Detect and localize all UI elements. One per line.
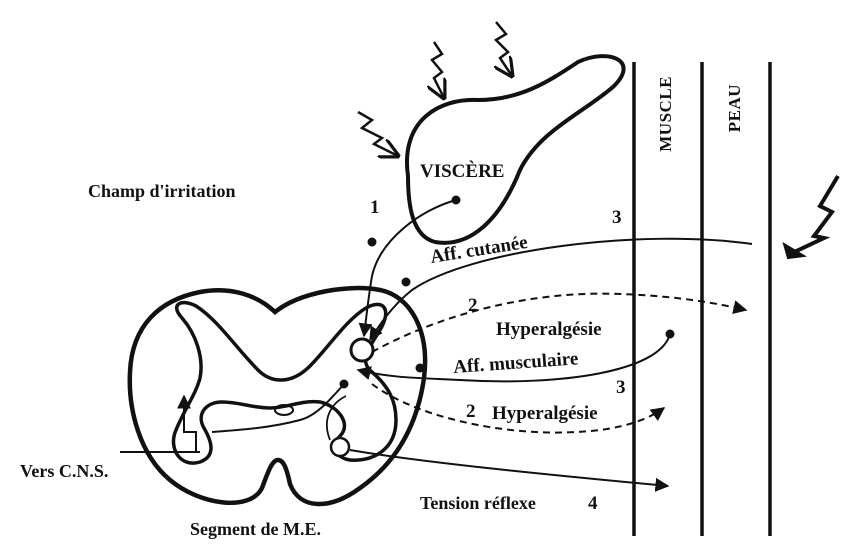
viscere-organ-shape [407,56,624,243]
number-3-upper-label: 3 [612,208,622,227]
champ-irritation-label: Champ d'irritation [88,182,236,200]
viscere-label: VISCÈRE [420,162,504,181]
dorsal-horn-neuron [351,339,373,361]
number-2-upper-label: 2 [468,296,478,315]
spinal-segment-outline [130,288,425,504]
number-2-lower-label: 2 [466,402,476,421]
lightning-bolt-icon [432,42,444,98]
visceral-afferent-path [364,200,456,336]
ventral-horn-neuron [331,438,349,456]
segment-label: Segment de M.E. [190,520,321,538]
tension-reflexe-path [350,450,668,486]
nerve-pathways [120,196,752,486]
grey-matter-outline [173,303,396,463]
peau-label: PEAU [726,84,743,132]
lightning-bolt-icon [358,112,398,156]
lightning-bolt-icon [496,22,512,76]
hyperalgesie-lower-label: Hyperalgésie [492,404,598,423]
tension-reflexe-label: Tension réflexe [420,494,536,512]
hyperalgesie-upper-label: Hyperalgésie [496,320,602,339]
muscle-label: MUSCLE [657,76,674,152]
number-3-lower-label: 3 [616,378,626,397]
number-4-label: 4 [588,494,598,513]
number-1-label: 1 [370,198,380,217]
vers-cns-label: Vers C.N.S. [20,462,108,480]
tissue-lines [634,62,770,536]
skin-lightning-bolt-icon [790,176,838,254]
